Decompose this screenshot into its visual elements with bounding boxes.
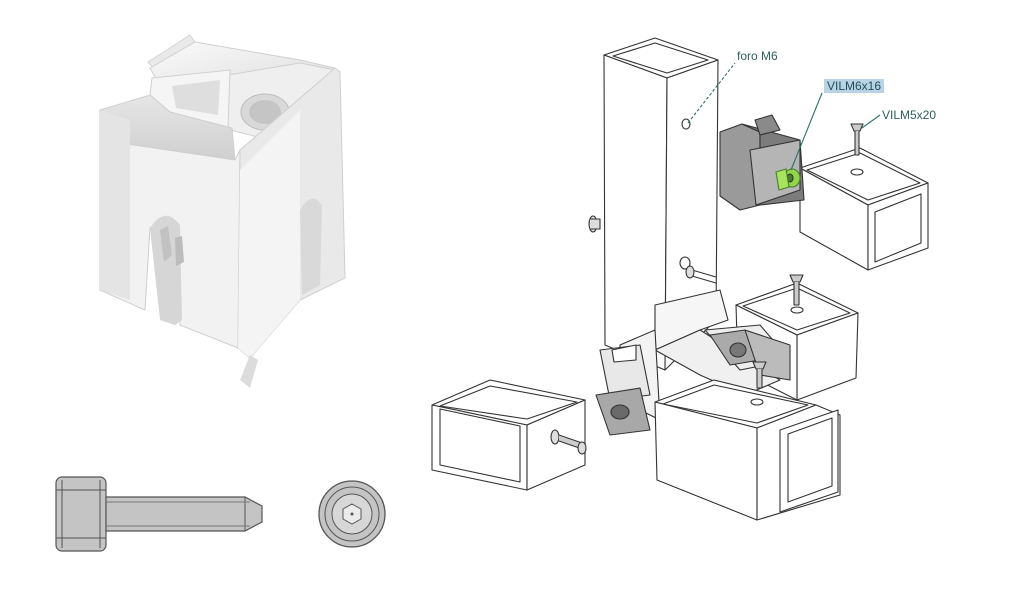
screw-vilm6x16-label: VILM6x16	[824, 79, 885, 93]
screw-vilm5x20-label: VILM5x20	[882, 108, 937, 122]
hole-label: foro M6	[737, 49, 778, 63]
